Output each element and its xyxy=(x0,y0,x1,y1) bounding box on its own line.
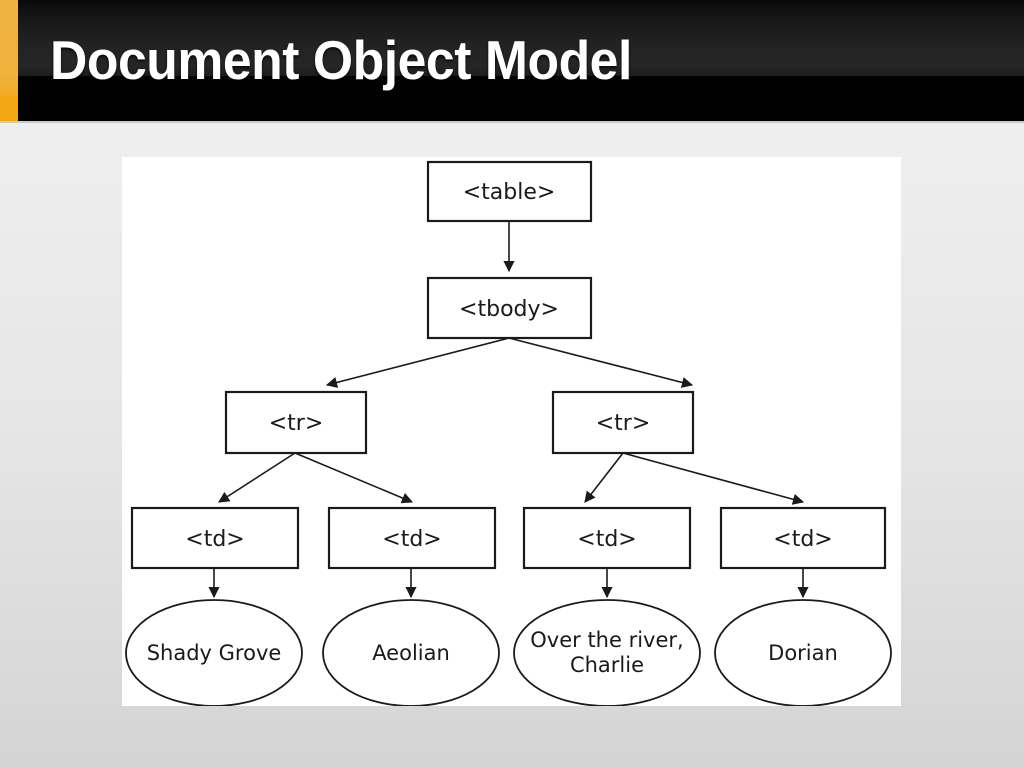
node-text-shady-grove: Shady Grove xyxy=(125,599,303,706)
node-text-over-the-river-charlie-label-line1: Over the river, xyxy=(530,628,683,652)
header-accent-bar xyxy=(0,0,18,122)
dom-tree-diagram: <table> <tbody> <tr> <tr> <td> xyxy=(122,157,901,706)
node-tbody-label: <tbody> xyxy=(459,297,559,322)
node-text-aeolian: Aeolian xyxy=(322,599,500,706)
node-tr-1: <tr> xyxy=(224,390,368,455)
node-text-over-the-river-charlie: Over the river, Charlie xyxy=(513,599,701,706)
node-tr-1-label: <tr> xyxy=(269,411,324,436)
node-td-1-label: <td> xyxy=(185,527,244,552)
node-text-dorian: Dorian xyxy=(714,599,892,706)
node-td-2: <td> xyxy=(327,506,497,570)
node-td-4-label: <td> xyxy=(773,527,832,552)
edge-tbody-tr2 xyxy=(508,337,694,388)
node-td-2-label: <td> xyxy=(382,527,441,552)
edge-tr2-td3 xyxy=(584,452,624,503)
slide-header xyxy=(0,0,1024,122)
header-gradient-sheen xyxy=(0,0,1024,76)
node-td-3-label: <td> xyxy=(577,527,636,552)
header-underline xyxy=(0,121,1024,123)
node-td-4: <td> xyxy=(719,506,887,570)
node-text-aeolian-label: Aeolian xyxy=(372,641,450,665)
node-tr-2-label: <tr> xyxy=(596,411,651,436)
node-text-dorian-label: Dorian xyxy=(768,641,838,665)
node-text-shady-grove-label: Shady Grove xyxy=(147,641,282,665)
node-td-3: <td> xyxy=(522,506,692,570)
node-table-label: <table> xyxy=(463,180,556,205)
edge-tbody-tr1 xyxy=(325,337,510,388)
node-td-1: <td> xyxy=(130,506,300,570)
edge-tr1-td2 xyxy=(294,452,414,504)
node-table: <table> xyxy=(426,160,593,223)
node-tr-2: <tr> xyxy=(551,390,695,455)
page-title: Document Object Model xyxy=(50,29,632,91)
edge-tr2-td4 xyxy=(622,452,805,505)
node-text-over-the-river-charlie-label-line2: Charlie xyxy=(570,653,644,677)
node-tbody: <tbody> xyxy=(426,276,593,340)
edge-tr1-td1 xyxy=(218,452,296,503)
